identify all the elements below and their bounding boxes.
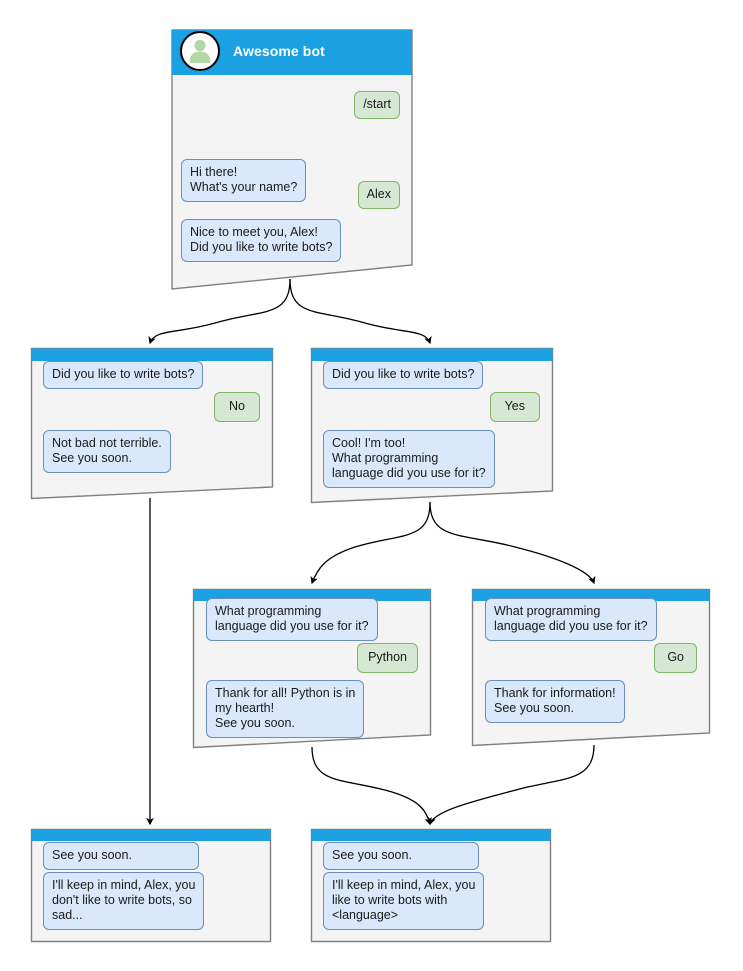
message-bubble-bot: Not bad not terrible. See you soon. xyxy=(43,430,171,473)
chat-card-language-python[interactable]: What programming language did you use fo… xyxy=(192,588,432,750)
message-bubble-user: No xyxy=(214,392,260,422)
edge-python-to-end-happy xyxy=(311,746,432,826)
message-bubble-bot: I'll keep in mind, Alex, you like to wri… xyxy=(323,872,485,930)
card-title: Awesome bot xyxy=(233,43,325,59)
message-bubble-bot: Did you like to write bots? xyxy=(323,361,484,389)
card-content: See you soon. I'll keep in mind, Alex, y… xyxy=(310,828,552,943)
message-bubble-bot: I'll keep in mind, Alex, you don't like … xyxy=(43,872,205,930)
chat-card-end-sad[interactable]: See you soon. I'll keep in mind, Alex, y… xyxy=(30,828,272,943)
message-bubble-bot: Nice to meet you, Alex! Did you like to … xyxy=(181,219,342,262)
chat-card-answer-no[interactable]: Did you like to write bots? No Not bad n… xyxy=(30,347,274,501)
message-bubble-user: Yes xyxy=(489,392,540,422)
card-content: Did you like to write bots? Yes Cool! I'… xyxy=(310,347,554,505)
message-bubble-bot: See you soon. xyxy=(323,842,479,870)
message-bubble-bot: Cool! I'm too! What programming language… xyxy=(323,430,495,488)
chat-card-language-go[interactable]: What programming language did you use fo… xyxy=(471,588,711,748)
person-avatar-icon xyxy=(180,31,220,71)
card-content: See you soon. I'll keep in mind, Alex, y… xyxy=(30,828,272,943)
message-bubble-bot: Did you like to write bots? xyxy=(43,361,204,389)
message-bubble-bot: Thank for all! Python is in my hearth! S… xyxy=(206,680,365,738)
card-content: What programming language did you use fo… xyxy=(471,588,711,748)
message-bubble-bot: What programming language did you use fo… xyxy=(485,598,657,641)
message-bubble-user: /start xyxy=(354,91,400,119)
message-bubble-bot: What programming language did you use fo… xyxy=(206,598,378,641)
card-content: Did you like to write bots? No Not bad n… xyxy=(30,347,274,501)
message-bubble-bot: Thank for information! See you soon. xyxy=(485,680,625,723)
edge-start-to-yes xyxy=(289,278,432,345)
message-bubble-bot: Hi there! What's your name? xyxy=(181,159,307,202)
edge-go-to-end-happy xyxy=(428,744,595,826)
message-bubble-user: Alex xyxy=(357,181,400,209)
chat-card-end-happy[interactable]: See you soon. I'll keep in mind, Alex, y… xyxy=(310,828,552,943)
edge-start-to-no xyxy=(148,278,291,345)
card-content: Awesome bot /start Hi there! What's your… xyxy=(170,28,414,292)
edge-yes-to-python xyxy=(310,501,431,585)
chat-card-start[interactable]: Awesome bot /start Hi there! What's your… xyxy=(170,28,414,292)
message-bubble-user: Python xyxy=(357,643,418,673)
chat-card-answer-yes[interactable]: Did you like to write bots? Yes Cool! I'… xyxy=(310,347,554,505)
edge-yes-to-go xyxy=(429,501,596,585)
card-content: What programming language did you use fo… xyxy=(192,588,432,750)
message-bubble-user: Go xyxy=(654,643,697,673)
message-bubble-bot: See you soon. xyxy=(43,842,199,870)
card-header: Awesome bot xyxy=(170,28,414,74)
